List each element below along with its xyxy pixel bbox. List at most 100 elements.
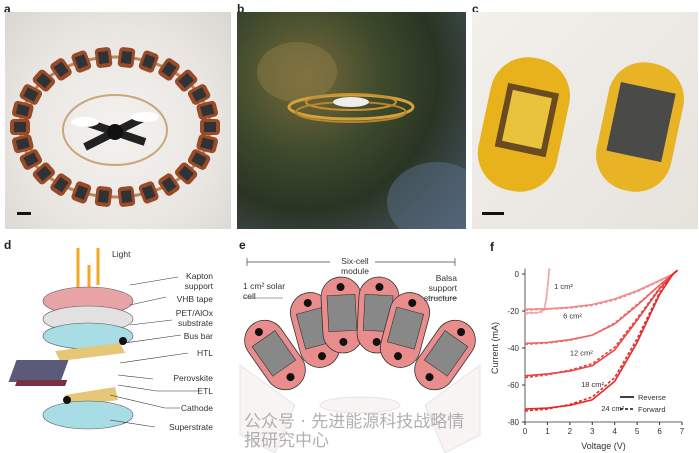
layer-label-perovskite: Perovskite [173, 373, 213, 383]
ring-cell-active-area [161, 61, 177, 78]
x-tick-label: 3 [590, 427, 595, 436]
ring-cell-active-area [97, 50, 110, 65]
ring-cell-active-area [53, 61, 69, 78]
cell-active-area [423, 330, 469, 377]
ring-cell-active-area [191, 87, 207, 102]
series-label: 18 cm² [581, 380, 604, 389]
cell-active-area [251, 330, 297, 377]
x-axis-label: Voltage (V) [581, 441, 626, 451]
y-tick-label: -40 [507, 344, 519, 353]
ring-cell-active-area [36, 72, 52, 89]
ring-cell-active-area [141, 54, 156, 69]
layer-label-busbar: Bus bar [183, 331, 213, 341]
y-tick-label: 0 [515, 270, 520, 279]
scale-bar [17, 212, 31, 215]
ring-cell-active-area [204, 122, 216, 132]
series-reverse-line [525, 268, 550, 314]
x-tick-label: 4 [612, 427, 617, 436]
panel-label-f: f [490, 240, 494, 254]
ring-cell-active-area [161, 176, 177, 193]
y-tick-label: -60 [507, 381, 519, 390]
terminal-icon [286, 373, 295, 382]
series-forward-line [525, 268, 551, 315]
ring-cell-active-area [120, 50, 133, 65]
x-tick-label: 6 [657, 427, 662, 436]
ring-cell-active-area [23, 87, 39, 102]
light-label: Light [112, 249, 131, 259]
y-axis-label: Current (mA) [490, 322, 500, 374]
terminal-icon [372, 337, 381, 346]
panel-label-b: b [237, 2, 245, 16]
flying-drone-illustration [257, 42, 466, 229]
panel-label-e: e [239, 238, 246, 252]
panel-e-six-cell-module: Six-cell module 1 cm² solar cell Balsa s… [235, 235, 485, 453]
y-tick-label: -80 [507, 418, 519, 427]
layer-label-etl: ETL [197, 386, 213, 396]
module-label: Six-cell module [341, 256, 369, 276]
ring-cell-active-area [178, 72, 194, 89]
series-label: 12 cm² [570, 348, 593, 357]
terminal-icon [394, 352, 403, 361]
terminal-icon [375, 283, 384, 292]
solar-cells-illustration [477, 57, 684, 215]
x-tick-label: 1 [545, 427, 550, 436]
photo-flying-drone [237, 12, 466, 229]
module-solar-cell [379, 292, 431, 368]
layer-label-vhb: VHB tape [176, 294, 213, 304]
cell-active-area [326, 293, 358, 333]
support-label: Balsa support structure [423, 273, 457, 303]
panel-label-d: d [4, 238, 12, 252]
y-tick-label: -20 [507, 307, 519, 316]
ring-cell-active-area [97, 189, 110, 204]
ring-cell-active-area [191, 152, 207, 167]
legend-reverse-label: Reverse [638, 393, 666, 402]
ring-cell-active-area [200, 103, 215, 117]
cell-active-area [386, 306, 425, 350]
cell-label: 1 cm² solar cell [243, 281, 286, 301]
x-tick-label: 0 [523, 427, 528, 436]
series-forward-line [525, 269, 679, 311]
legend-forward-label: Forward [638, 405, 666, 414]
photo-drone-ring [5, 12, 231, 229]
x-tick-label: 7 [680, 427, 685, 436]
ring-cell-active-area [36, 165, 52, 182]
module-illustration [239, 258, 481, 453]
series-forward-line [525, 269, 679, 412]
terminal-icon [339, 337, 348, 346]
ring-cell-active-area [178, 165, 194, 182]
x-tick-label: 2 [568, 427, 573, 436]
panel-d-layer-stack: Light Kapton support VHB tape PET/AlOx s… [0, 235, 240, 453]
module-solar-cell [320, 276, 364, 354]
ring-cell-active-area [74, 185, 89, 200]
terminal-icon [254, 328, 263, 337]
terminal-icon [425, 373, 434, 382]
series-reverse-line [525, 269, 679, 310]
layer-stack-illustration [8, 248, 200, 430]
terminal-icon [317, 352, 326, 361]
terminal-icon [303, 298, 312, 307]
ring-cell-active-area [200, 137, 215, 151]
panel-label-a: a [4, 2, 11, 16]
layer-label-htl: HTL [196, 348, 213, 358]
scale-bar [482, 212, 504, 215]
terminal-icon [457, 328, 466, 337]
ring-cell-active-area [74, 54, 89, 69]
photo-solar-cells [472, 12, 698, 229]
module-solar-cell [244, 319, 306, 391]
ring-cell-active-area [23, 152, 39, 167]
watermark: 公众号 · 先进能源科技战略情报研究中心 [244, 412, 465, 451]
ring-cell-active-area [53, 176, 69, 193]
x-tick-label: 5 [635, 427, 640, 436]
layer-label-superstrate: Superstrate [169, 422, 213, 432]
ring-cell-active-area [14, 122, 26, 132]
terminal-icon [336, 283, 345, 292]
layer-label-cathode: Cathode [180, 403, 213, 413]
drone-ring-illustration [10, 47, 220, 215]
series-forward-line [525, 269, 679, 379]
panel-label-c: c [472, 2, 479, 16]
series-label: 24 cm² [601, 404, 624, 413]
ring-cell-active-area [141, 185, 156, 200]
layer-label-pet: PET/AlOx substrate [175, 308, 213, 328]
terminal-icon [408, 298, 417, 307]
